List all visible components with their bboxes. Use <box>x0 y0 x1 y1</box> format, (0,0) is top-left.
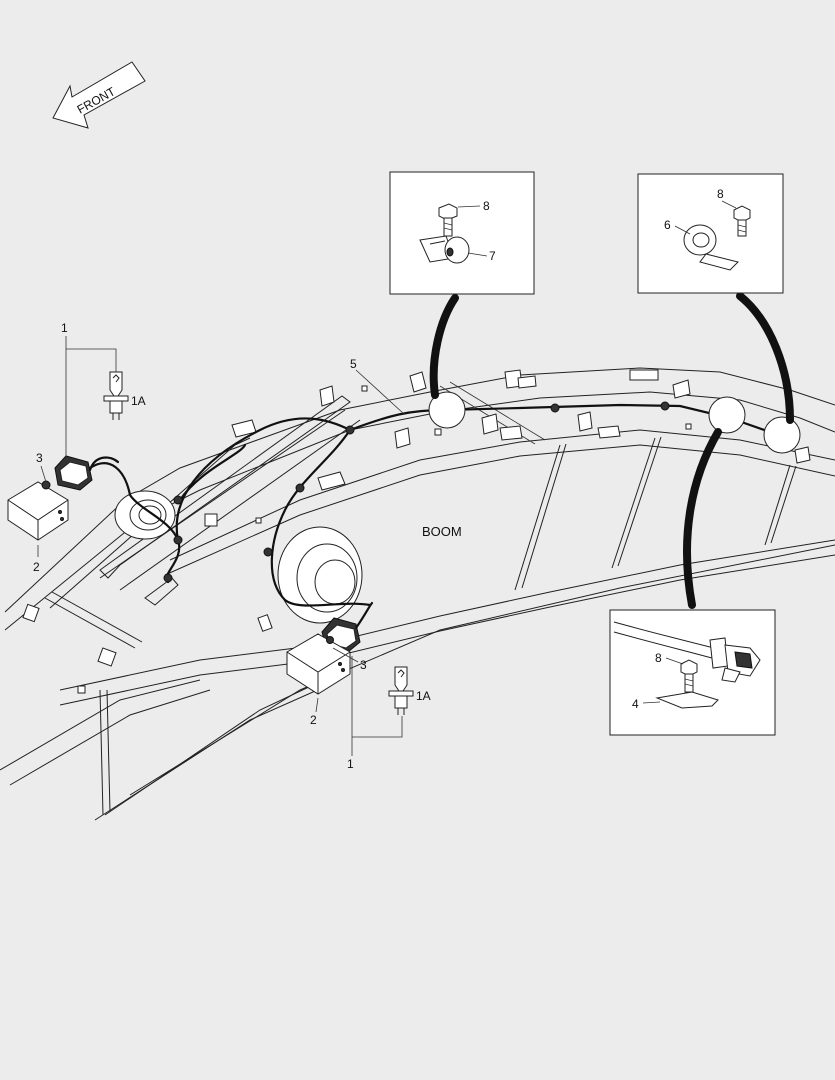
callout-bulb-left: 1A <box>131 394 146 408</box>
callout-guard-left: 2 <box>33 560 40 574</box>
bolt-icon <box>680 659 698 693</box>
detail-view-clamp-a: 8 7 <box>389 171 535 295</box>
bolt-icon <box>733 205 751 237</box>
detail-c-label-bolt: 8 <box>655 651 662 665</box>
bolt-icon <box>438 203 458 237</box>
detail-b-label-bolt: 8 <box>717 187 724 201</box>
callout-leaders <box>37 336 405 756</box>
boom-label: BOOM <box>422 524 462 539</box>
detail-b-label-clamp: 6 <box>664 218 671 232</box>
detail-view-bracket: 8 4 <box>609 609 776 736</box>
harness-clamp-icon <box>419 235 470 264</box>
callout-nut-left: 3 <box>36 451 43 465</box>
right-lamp-bulb-icon <box>388 666 414 715</box>
magnifier-circles <box>428 391 801 454</box>
callout-bulb-right: 1A <box>416 689 431 703</box>
connector-bracket-icon <box>613 621 761 709</box>
detail-c-label-bracket: 4 <box>632 697 639 711</box>
callout-guard-right: 2 <box>310 713 317 727</box>
detail-a-label-bolt: 8 <box>483 199 490 213</box>
left-lamp-bulb-icon <box>103 371 129 420</box>
callout-nut-right: 3 <box>360 658 367 672</box>
left-work-lamp <box>7 455 120 541</box>
callout-lamp-left: 1 <box>61 321 68 335</box>
detail-view-clamp-b: 8 6 <box>637 173 784 294</box>
callout-labels: 1 1A 3 2 5 3 1A 2 1 BOOM <box>33 321 462 771</box>
harness-clamp-icon <box>683 224 739 271</box>
front-direction-arrow-icon: FRONT <box>52 61 146 129</box>
detail-a-label-clamp: 7 <box>489 249 496 263</box>
callout-harness: 5 <box>350 357 357 371</box>
callout-lamp-right: 1 <box>347 757 354 771</box>
detail-leaders <box>429 292 794 609</box>
boom-structure <box>0 367 835 821</box>
